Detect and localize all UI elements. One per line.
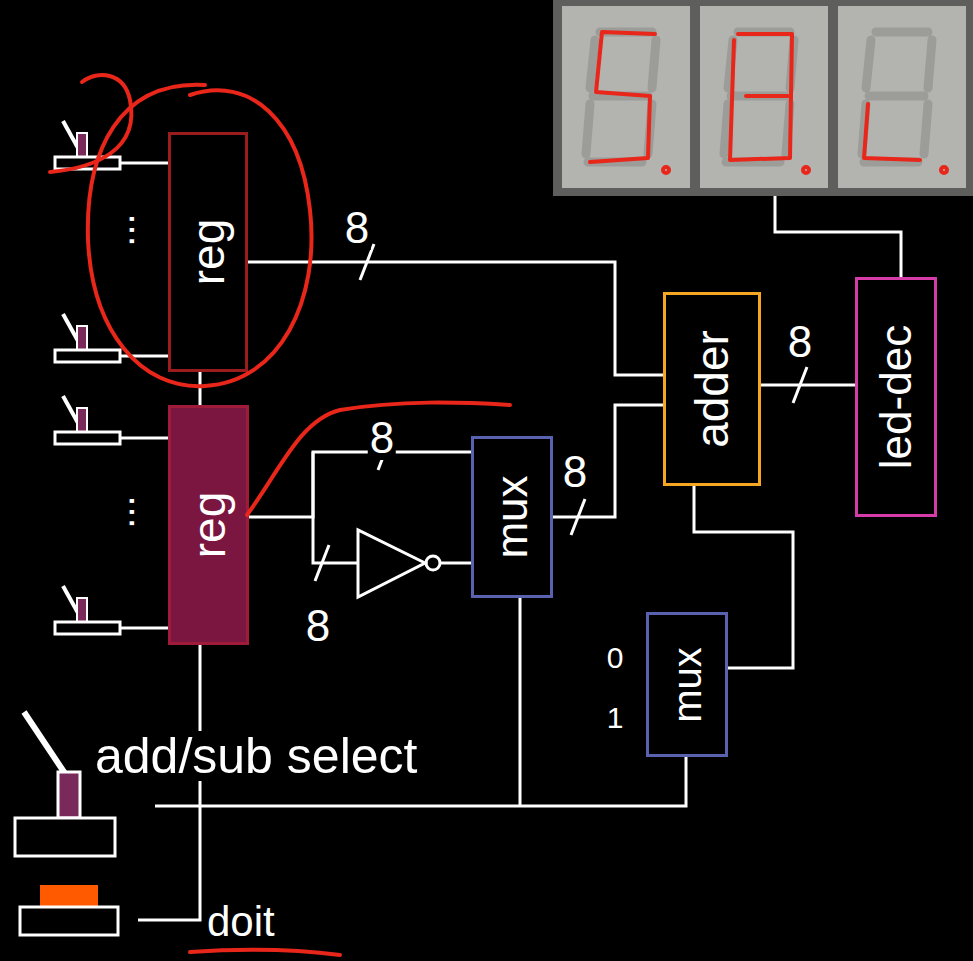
block-box: adder	[663, 292, 761, 486]
bus-width: 8	[368, 416, 396, 460]
add-sub-switch	[58, 772, 80, 818]
doit-button	[20, 885, 118, 935]
bus-wire	[553, 405, 663, 517]
ellipsis-mark: ...	[100, 211, 140, 248]
wire	[138, 645, 200, 920]
add-sub-switch	[24, 712, 68, 778]
seven-seg-display	[838, 6, 966, 188]
block-label: mux	[490, 475, 534, 558]
seven-seg-display	[730, 34, 792, 160]
seven-seg-display	[553, 0, 973, 196]
wire	[441, 562, 471, 565]
doit-button	[40, 885, 98, 907]
mux-input-number: 0	[605, 643, 626, 673]
block-box: led-dec	[855, 277, 937, 517]
toggle-switch	[55, 314, 120, 362]
bus-width: 8	[561, 450, 589, 494]
annotation-stroke	[88, 85, 312, 386]
wire	[775, 196, 901, 277]
inverter-symbol	[358, 530, 440, 597]
wire	[519, 598, 522, 806]
signal-name: add/sub select	[93, 731, 419, 781]
toggle-switch	[55, 396, 120, 444]
bus-wire	[761, 384, 855, 387]
annotation-stroke	[50, 75, 131, 172]
ellipsis-mark: ...	[100, 493, 140, 530]
block-box: reg	[168, 132, 248, 372]
block-box: mux	[646, 612, 728, 757]
wire	[313, 452, 358, 563]
seven-seg-display	[586, 32, 656, 162]
block-label: reg	[186, 492, 232, 558]
inverter-symbol	[358, 530, 425, 597]
block-box: mux	[471, 436, 553, 598]
signal-name: doit	[205, 901, 277, 943]
seven-seg-display	[803, 167, 809, 173]
inverter-symbol	[426, 556, 440, 570]
seven-seg-display	[941, 167, 947, 173]
seven-seg-display	[700, 6, 828, 188]
toggle-switch	[55, 586, 120, 634]
seven-seg-display	[862, 32, 932, 162]
block-label: mux	[667, 647, 707, 723]
bus-slash	[315, 545, 329, 581]
doit-button	[20, 907, 118, 935]
bus-wire	[248, 262, 663, 375]
seven-seg-display	[553, 0, 973, 196]
seven-seg-display	[724, 32, 794, 162]
seven-seg-display	[590, 32, 655, 162]
annotation-stroke	[50, 75, 510, 955]
bus-slash	[315, 244, 807, 581]
bus-width: 8	[343, 206, 371, 250]
bus-width: 8	[304, 604, 332, 648]
mux-input-number: 1	[605, 703, 626, 733]
block-label: led-dec	[874, 325, 918, 469]
seven-seg-display	[590, 32, 947, 173]
block-label: reg	[185, 219, 231, 285]
wire	[199, 372, 202, 405]
annotation-stroke	[190, 950, 340, 955]
seven-seg-display	[663, 167, 669, 173]
block-box: reg	[168, 405, 249, 645]
block-label: adder	[689, 330, 735, 448]
seven-seg-display	[562, 6, 690, 188]
bus-width: 8	[786, 320, 814, 364]
add-sub-switch	[15, 818, 115, 856]
seven-seg-display	[586, 32, 932, 162]
seven-seg-display	[864, 104, 920, 160]
